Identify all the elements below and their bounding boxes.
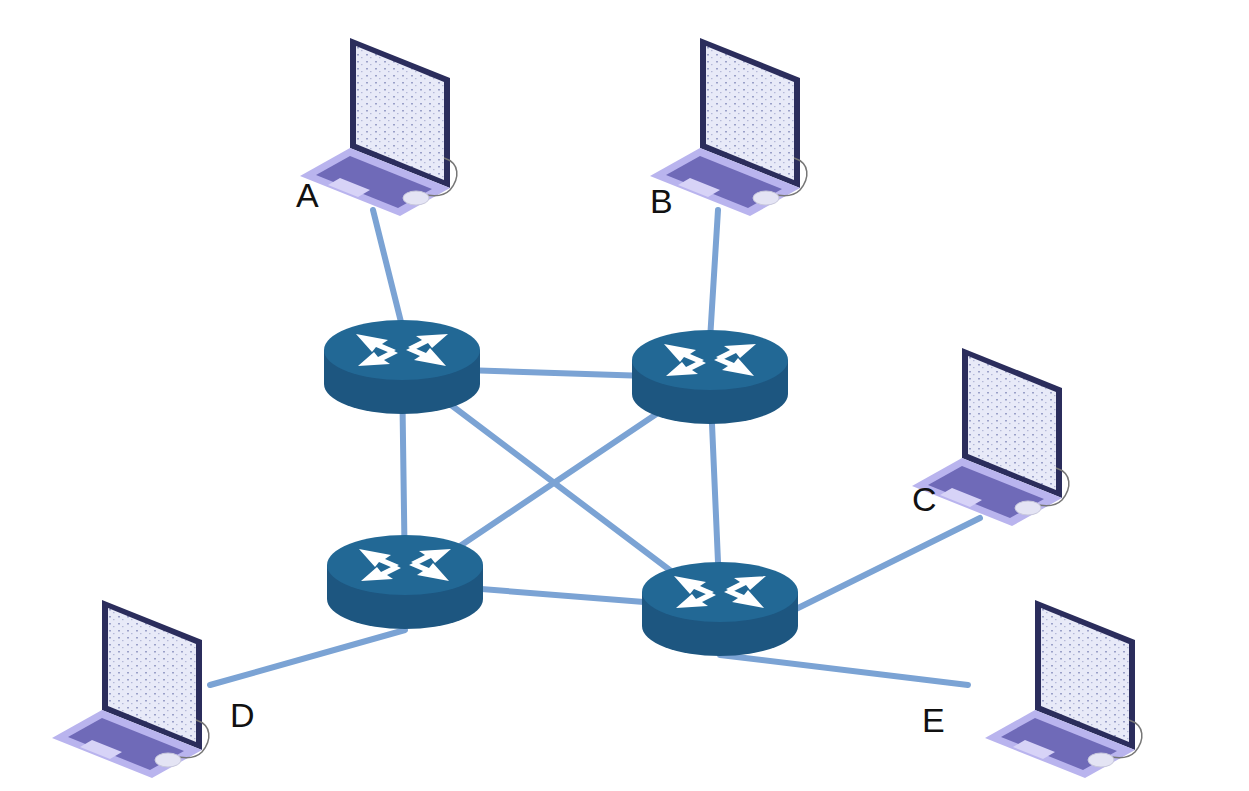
host-label: A [296,178,319,212]
laptop-icons [52,38,1142,778]
host-label: E [922,703,945,737]
host-label: D [230,698,255,732]
network-links [210,210,980,685]
host-label: B [650,184,673,218]
host-label: C [912,482,937,516]
router-icons [324,320,798,656]
